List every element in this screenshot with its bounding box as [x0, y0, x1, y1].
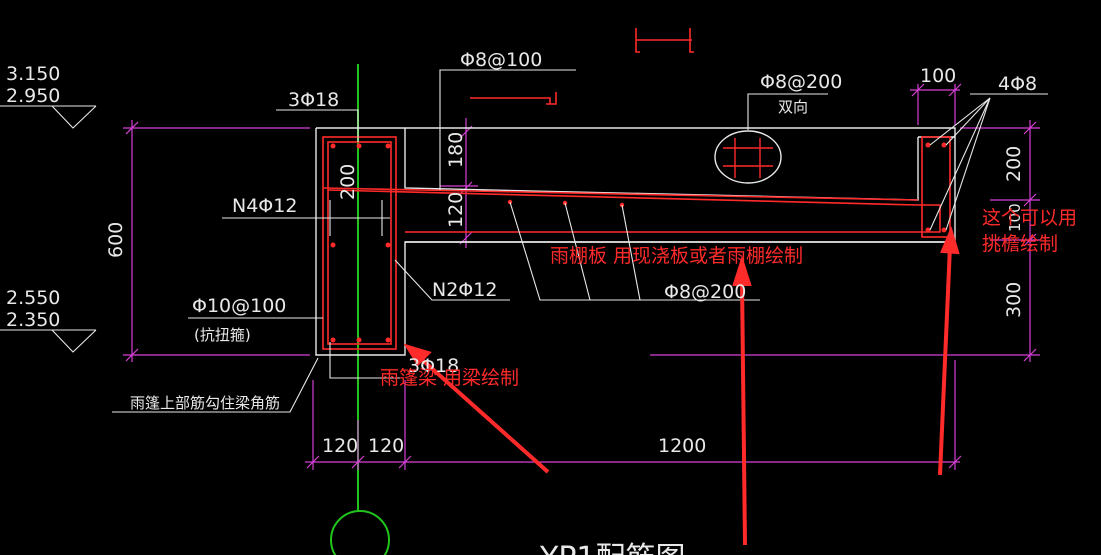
dim-beam-120-right: 120 [368, 435, 404, 457]
elevation-bottom-1: 2.550 [6, 287, 60, 309]
dim-beam-120-left: 120 [322, 435, 358, 457]
dim-edge-100: 100 [1006, 203, 1024, 232]
elevation-bottom-2: 2.350 [6, 309, 60, 331]
annotation-arrows [403, 226, 960, 546]
leader-lines [0, 69, 1048, 413]
rebar-drawing [322, 28, 951, 350]
dim-inner-200: 200 [337, 164, 359, 200]
label-stirrup: Φ10@100 [192, 295, 286, 317]
dim-edge-width: 100 [920, 65, 956, 87]
label-top-slab-bar: Φ8@100 [460, 49, 542, 71]
two-way-mesh-symbol [714, 130, 782, 184]
annotation-beam-note: 雨篷梁 用梁绘制 [380, 367, 519, 389]
annotation-eave-note-line1: 这个可以用 [982, 207, 1077, 229]
dim-edge-200: 200 [1003, 146, 1025, 182]
annotation-slab-note: 雨棚板 用现浇板或者雨棚绘制 [550, 245, 803, 267]
label-bottom-bars: 3Φ18 [408, 355, 459, 377]
dimension-lines [123, 83, 1040, 470]
label-corner-bars: 3Φ18 [288, 89, 339, 111]
dim-edge-300: 300 [1003, 282, 1025, 318]
dim-total-height: 600 [105, 222, 127, 258]
elevation-top-2: 2.950 [6, 85, 60, 107]
label-anchor-note: 雨篷上部筋勾住梁角筋 [130, 394, 280, 412]
label-two-way-note: 双向 [778, 98, 808, 116]
label-stirrup-note: (抗扭箍) [194, 326, 251, 344]
drawing-title: YP1配筋图 [539, 541, 686, 555]
label-waist-bar: N4Φ12 [232, 195, 297, 217]
elevation-top-1: 3.150 [6, 63, 60, 85]
label-n2-bar: N2Φ12 [432, 279, 497, 301]
two-way-mesh-bars [723, 138, 773, 178]
dim-span-1200: 1200 [658, 435, 706, 457]
annotation-eave-note-line2: 挑檐绘制 [982, 233, 1058, 255]
dim-slab-180: 180 [445, 132, 467, 168]
label-slab-bottom-bar: Φ8@200 [664, 281, 746, 303]
label-two-way-bar: Φ8@200 [760, 71, 842, 93]
label-edge-bars: 4Φ8 [998, 73, 1037, 95]
concrete-outline [315, 127, 956, 356]
dim-slab-120: 120 [445, 192, 467, 228]
